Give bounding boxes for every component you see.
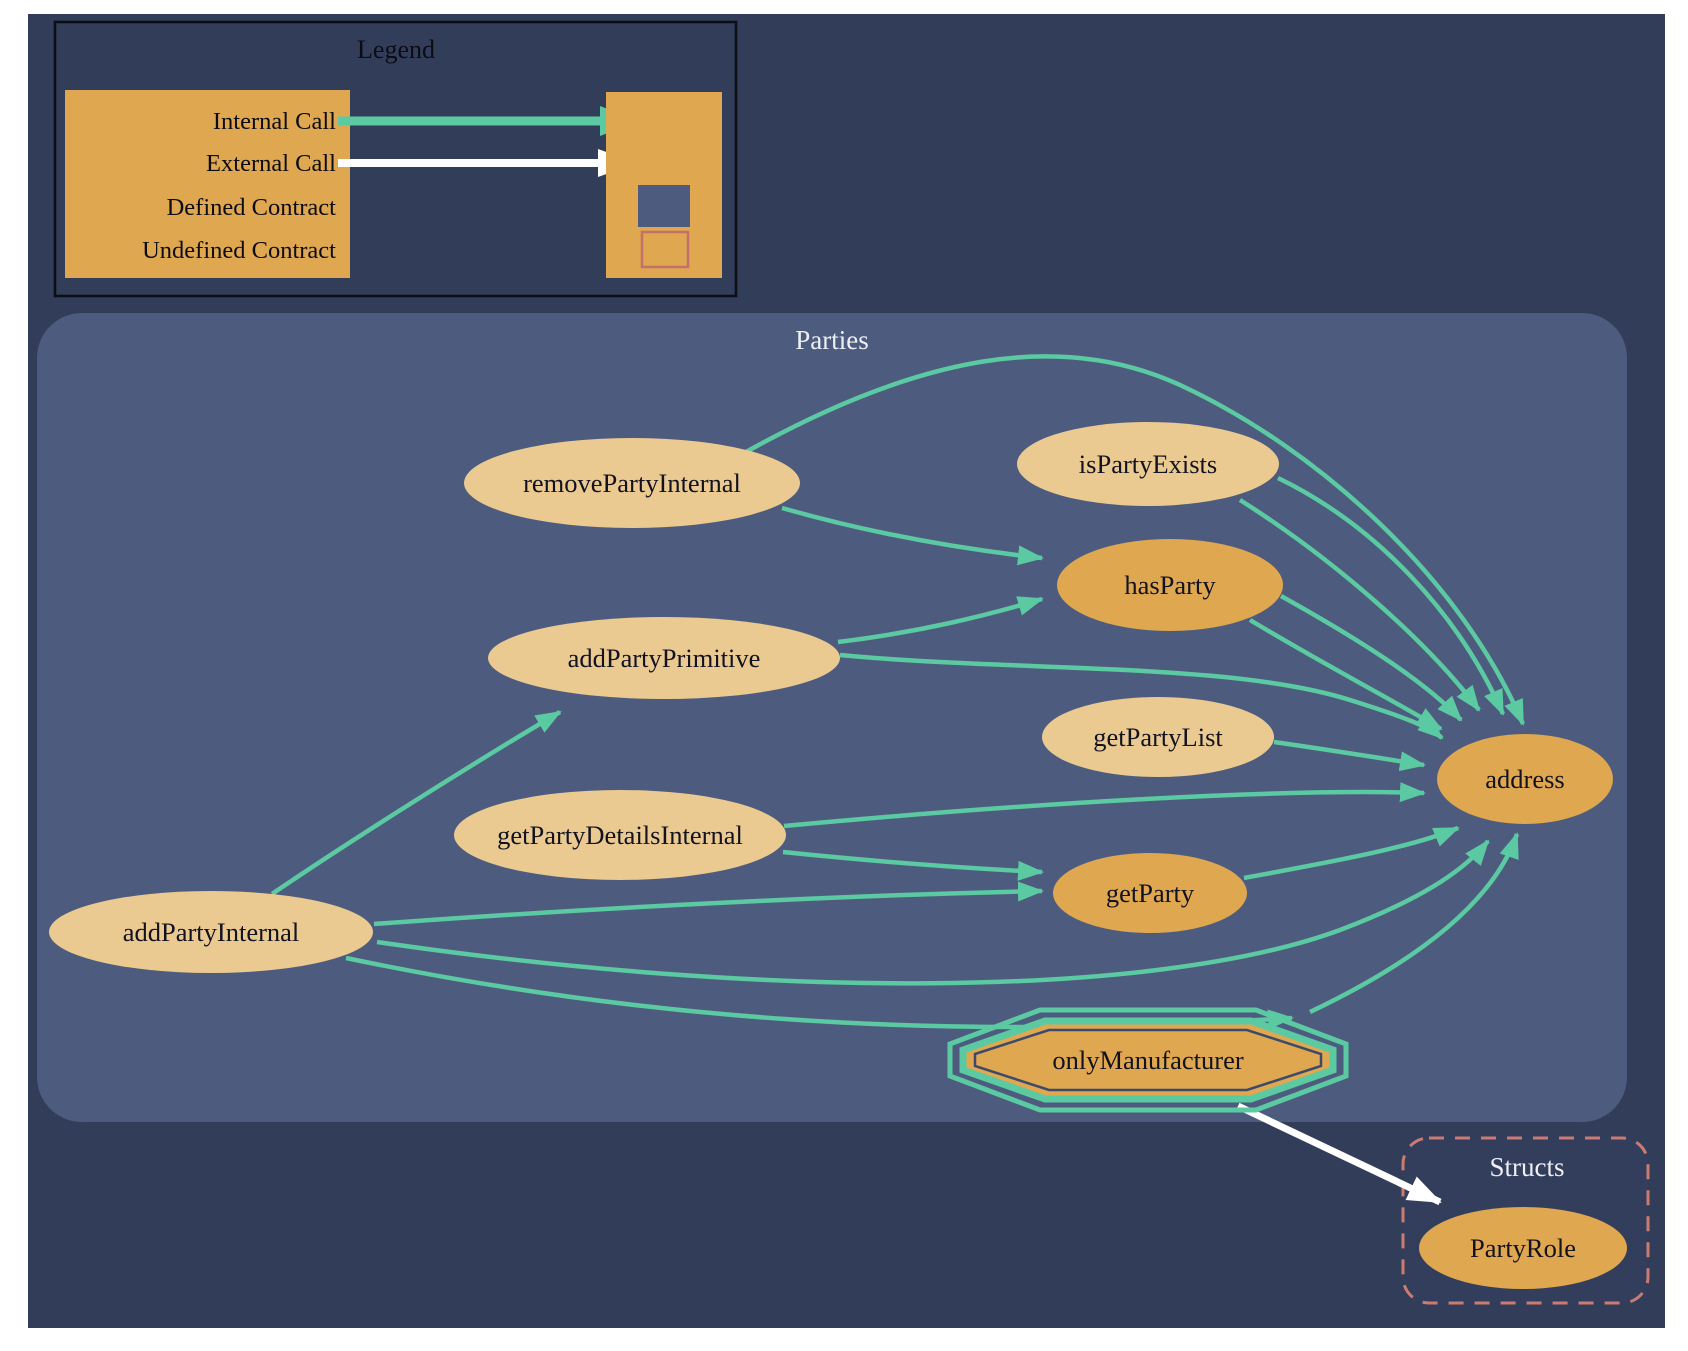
legend-labels-box	[65, 90, 350, 278]
node-label: PartyRole	[1470, 1233, 1576, 1263]
edge-addPartyPrimitive-address	[839, 652, 1444, 740]
legend-title: Legend	[357, 35, 435, 64]
legend-item-external-call: External Call	[206, 150, 336, 177]
node-label: hasParty	[1124, 570, 1216, 600]
node-label: getPartyList	[1093, 722, 1223, 752]
edge-addPartyInternal-getParty	[373, 881, 1044, 927]
parties-cluster: Parties	[37, 313, 1627, 1122]
node-addPartyInternal: addPartyInternal	[49, 891, 373, 973]
structs-cluster-label: Structs	[1489, 1152, 1564, 1182]
node-label: removePartyInternal	[523, 468, 741, 498]
edge-removePartyInternal-hasParty	[781, 505, 1044, 566]
node-PartyRole: PartyRole	[1419, 1207, 1627, 1289]
node-isPartyExists: isPartyExists	[1017, 422, 1279, 506]
undefined-contract-swatch	[640, 230, 690, 269]
edge-getPartyDetailsInternal-getParty	[782, 849, 1044, 881]
defined-contract-swatch	[638, 185, 690, 227]
legend-item-internal-call: Internal Call	[213, 108, 336, 135]
node-getPartyList: getPartyList	[1042, 697, 1274, 777]
onlyManufacturer-outer-octagon	[947, 1007, 1349, 1113]
parties-cluster-box	[37, 313, 1627, 1122]
graph-nodes: removePartyInternal isPartyExists hasPar…	[49, 422, 1627, 1289]
node-hasParty: hasParty	[1057, 539, 1283, 631]
node-removePartyInternal: removePartyInternal	[464, 438, 800, 528]
edge-addPartyInternal-address	[376, 839, 1490, 986]
node-onlyManufacturer: onlyManufacturer	[947, 1007, 1349, 1113]
edge-onlyManufacturer-address	[1309, 832, 1520, 1015]
node-addPartyPrimitive: addPartyPrimitive	[488, 617, 840, 699]
node-label: isPartyExists	[1079, 449, 1217, 479]
node-label: addPartyPrimitive	[568, 643, 761, 673]
edge-removePartyInternal-address	[744, 354, 1526, 726]
edge-isPartyExists-address-2	[1238, 498, 1481, 712]
legend-cluster: Legend Internal Call External Call Defin…	[53, 20, 738, 298]
onlyManufacturer-inner-octagon	[959, 1017, 1337, 1103]
edge-isPartyExists-address-1	[1277, 475, 1506, 716]
node-address: address	[1437, 734, 1613, 824]
edge-getPartyDetailsInternal-address	[783, 782, 1426, 829]
edge-addPartyInternal-addPartyPrimitive	[270, 710, 562, 896]
node-label: onlyManufacturer	[1052, 1045, 1243, 1075]
edge-getPartyList-address	[1273, 739, 1426, 772]
legend-item-defined-contract: Defined Contract	[167, 194, 337, 221]
node-label: addPartyInternal	[123, 917, 300, 947]
edge-onlyManufacturer-PartyRole	[1236, 1102, 1442, 1206]
node-label: getPartyDetailsInternal	[497, 820, 743, 850]
parties-cluster-label: Parties	[795, 325, 869, 355]
legend-border	[53, 20, 738, 298]
onlyManufacturer-inner-line	[973, 1028, 1323, 1092]
legend-item-undefined-contract: Undefined Contract	[142, 237, 336, 264]
node-label: address	[1485, 764, 1564, 794]
node-getPartyDetailsInternal: getPartyDetailsInternal	[454, 790, 786, 880]
node-getParty: getParty	[1053, 853, 1247, 933]
edge-getParty-address	[1243, 825, 1460, 881]
node-label: getParty	[1106, 878, 1195, 908]
edge-addPartyPrimitive-hasParty	[837, 596, 1044, 645]
edge-hasParty-address-1	[1279, 594, 1463, 722]
